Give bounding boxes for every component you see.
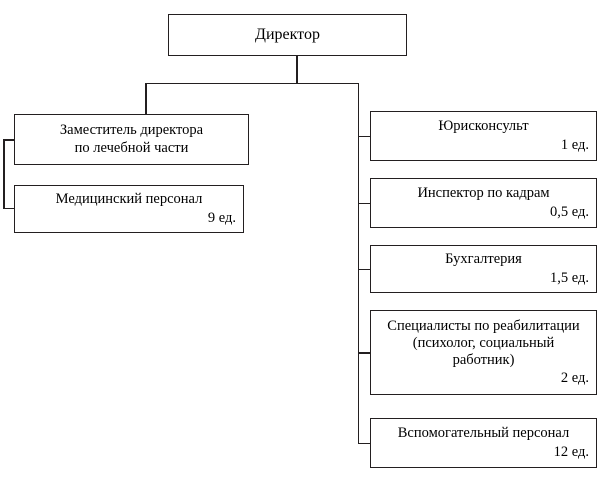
node-legal-counsel[interactable]: Юрисконсульт 1 ед. — [370, 111, 597, 161]
node-rehabilitation-specialists-count: 2 ед. — [560, 370, 589, 387]
connector-right-stub-legal-counsel — [357, 135, 371, 138]
node-rehabilitation-specialists-title: Специалисты по реабилитации (психолог, с… — [387, 317, 580, 368]
node-rehabilitation-specialists[interactable]: Специалисты по реабилитации (психолог, с… — [370, 310, 597, 395]
node-support-staff-count: 12 ед. — [553, 443, 589, 460]
connector-right-stub-hr-inspector — [357, 202, 371, 205]
node-deputy-director-medical[interactable]: Заместитель директора по лечебной части — [14, 114, 249, 165]
node-hr-inspector[interactable]: Инспектор по кадрам 0,5 ед. — [370, 178, 597, 228]
node-medical-staff-count: 9 ед. — [207, 209, 236, 226]
node-support-staff-title: Вспомогательный персонал — [397, 425, 570, 442]
connector-right-stub-support-staff — [357, 442, 371, 445]
node-hr-inspector-title: Инспектор по кадрам — [417, 185, 550, 202]
connector-root-stem — [296, 55, 298, 84]
node-deputy-director-medical-title: Заместитель директора по лечебной части — [59, 122, 204, 156]
node-hr-inspector-count: 0,5 ед. — [550, 203, 589, 220]
node-medical-staff[interactable]: Медицинский персонал 9 ед. — [14, 185, 244, 233]
node-legal-counsel-count: 1 ед. — [560, 136, 589, 153]
node-legal-counsel-title: Юрисконсульт — [438, 118, 529, 135]
connector-right-spine — [357, 82, 360, 444]
node-accounting[interactable]: Бухгалтерия 1,5 ед. — [370, 245, 597, 293]
connector-left-drop — [145, 82, 147, 115]
connector-right-stub-accounting — [357, 268, 371, 271]
node-medical-staff-title: Медицинский персонал — [55, 191, 203, 208]
connector-left-stub-deputy — [3, 139, 15, 141]
node-director[interactable]: Директор — [168, 14, 407, 56]
node-support-staff[interactable]: Вспомогательный персонал 12 ед. — [370, 418, 597, 468]
connector-left-stub-medical — [3, 207, 15, 210]
connector-left-sub-spine — [3, 139, 5, 209]
node-accounting-count: 1,5 ед. — [550, 269, 589, 286]
node-accounting-title: Бухгалтерия — [445, 251, 522, 268]
node-director-title: Директор — [255, 25, 320, 43]
connector-right-stub-rehabilitation — [357, 352, 371, 354]
connector-horizontal-bus — [145, 82, 359, 85]
